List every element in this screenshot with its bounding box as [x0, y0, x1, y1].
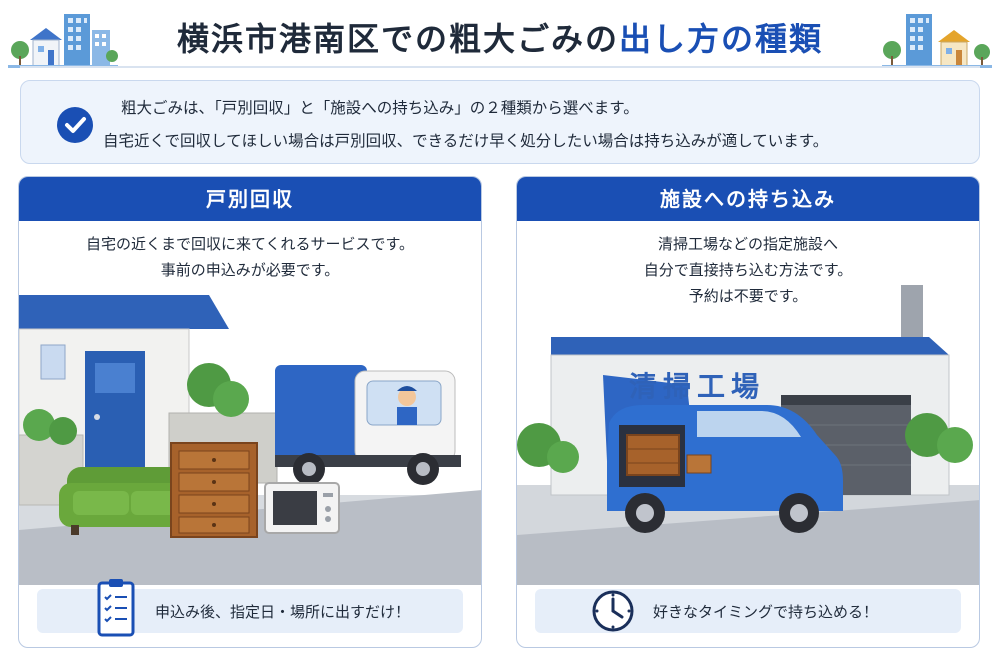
panel-desc-line: 事前の申込みが必要です。 [160, 261, 340, 279]
panel-facility-drop-off: 施設への持ち込み 清掃工場などの指定施設へ 自分で直接持ち込む方法です。 予約は… [516, 176, 980, 648]
panel-desc-line: 清掃工場などの指定施設へ [657, 235, 838, 253]
panel-desc-line: 自分で直接持ち込む方法です。 [643, 261, 853, 279]
panel-desc-line: 予約は不要です。 [688, 287, 808, 305]
panel-footer-note: 好きなタイミングで持ち込める！ [535, 589, 961, 633]
panel-footer-text: 好きなタイミングで持ち込める！ [653, 603, 879, 621]
facility-sign: 清掃工場 [629, 370, 766, 403]
intro-box: 粗大ごみは、「戸別回収」と「施設への持ち込み」の２種類から選べます。 自宅近くで… [20, 80, 980, 164]
panel-title-facility: 施設への持ち込み [517, 177, 979, 221]
check-icon [57, 107, 93, 143]
panel-desc-line: 自宅の近くまで回収に来てくれるサービスです。 [85, 235, 415, 253]
facility-scene-illustration [517, 285, 979, 585]
houses-buildings-illustration [8, 14, 118, 68]
collection-scene-illustration [19, 295, 481, 585]
title-part-dark: 横浜市港南区での粗大ごみの [176, 20, 619, 58]
intro-text-line1: 粗大ごみは、「戸別回収」と「施設への持ち込み」の２種類から選べます。 [121, 99, 639, 117]
page-title: 横浜市港南区での粗大ごみの出し方の種類 [0, 14, 1000, 60]
panel-title-door-to-door: 戸別回収 [19, 177, 481, 221]
panel-footer-text: 申込み後、指定日・場所に出すだけ！ [155, 603, 411, 621]
title-divider [20, 66, 980, 68]
panel-door-to-door-collection: 戸別回収 自宅の近くまで回収に来てくれるサービスです。 事前の申込みが必要です。 [18, 176, 482, 648]
houses-buildings-illustration-right [882, 14, 992, 68]
header: 横浜市港南区での粗大ごみの出し方の種類 [0, 0, 1000, 70]
panel-footer-note: 申込み後、指定日・場所に出すだけ！ [37, 579, 463, 637]
title-part-blue: 出し方の種類 [619, 20, 824, 58]
intro-text-line2: 自宅近くで回収してほしい場合は戸別回収、できるだけ早く処分したい場合は持ち込みが… [103, 132, 829, 150]
clipboard-checklist-icon [97, 579, 135, 637]
clock-icon [592, 590, 634, 632]
